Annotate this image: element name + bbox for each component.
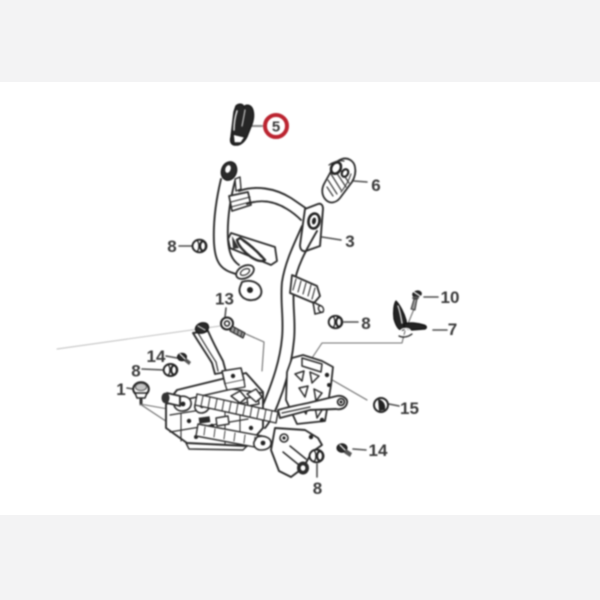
svg-text:10: 10 xyxy=(441,288,460,307)
svg-text:15: 15 xyxy=(400,399,419,418)
svg-text:8: 8 xyxy=(167,237,176,256)
svg-text:14: 14 xyxy=(369,441,388,460)
svg-text:8: 8 xyxy=(361,314,370,333)
svg-text:8: 8 xyxy=(131,362,140,381)
svg-text:13: 13 xyxy=(215,290,234,309)
svg-text:6: 6 xyxy=(371,176,380,195)
svg-text:14: 14 xyxy=(147,347,166,366)
svg-text:3: 3 xyxy=(345,232,354,251)
svg-text:5: 5 xyxy=(272,119,280,136)
svg-text:8: 8 xyxy=(313,479,322,498)
svg-text:7: 7 xyxy=(448,320,457,339)
svg-text:1: 1 xyxy=(116,380,125,399)
